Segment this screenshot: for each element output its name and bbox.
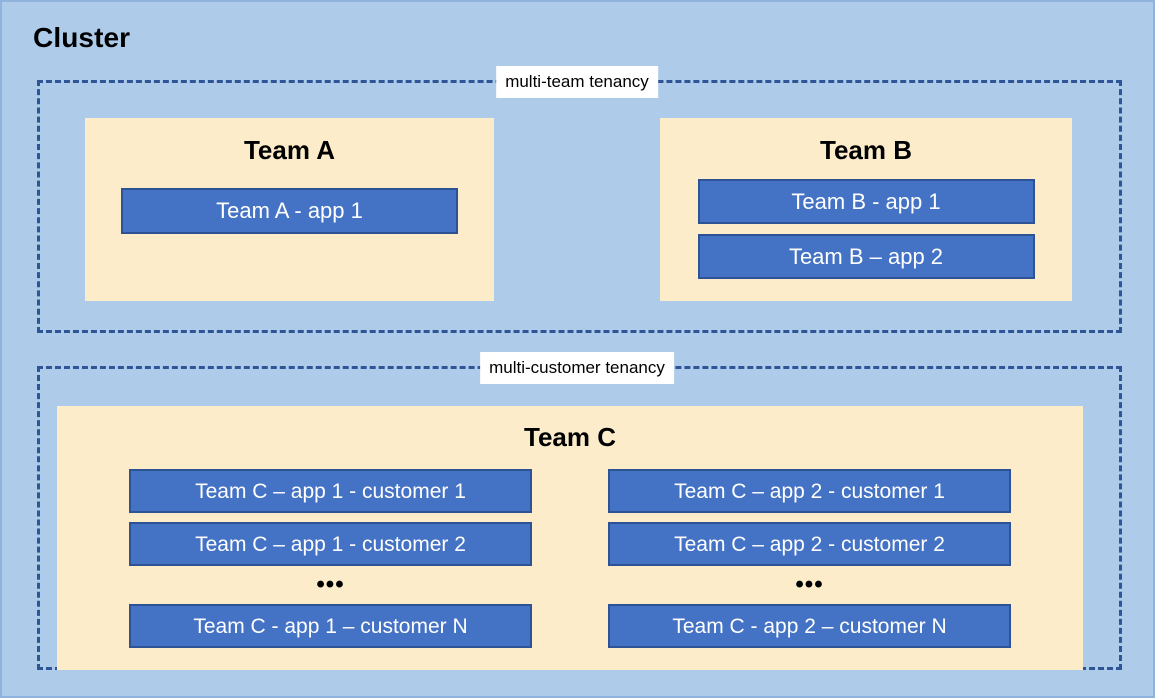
team-title-team-c: Team C bbox=[524, 422, 616, 452]
ellipsis-team-c-app-1: ••• bbox=[316, 571, 345, 598]
app-box-team-c-app-1-customer-1[interactable]: Team C – app 1 - customer 1 bbox=[129, 469, 532, 513]
app-list-team-b: Team B - app 1 Team B – app 2 bbox=[697, 179, 1035, 279]
app-column-team-c-app-1: Team C – app 1 - customer 1 Team C – app… bbox=[129, 469, 532, 648]
app-list-team-a: Team A - app 1 bbox=[121, 188, 458, 234]
team-panel-team-b: Team B Team B - app 1 Team B – app 2 bbox=[660, 118, 1072, 301]
zone-caption-multi-team: multi-team tenancy bbox=[496, 66, 658, 98]
ellipsis-team-c-app-2: ••• bbox=[795, 571, 824, 598]
team-panel-team-a: Team A Team A - app 1 bbox=[85, 118, 494, 301]
team-panel-team-c: Team C Team C – app 1 - customer 1 Team … bbox=[57, 406, 1083, 670]
zone-caption-multi-customer: multi-customer tenancy bbox=[480, 352, 674, 384]
team-title-team-a: Team A bbox=[243, 135, 336, 165]
app-box-team-c-app-2-customer-1[interactable]: Team C – app 2 - customer 1 bbox=[608, 469, 1011, 513]
app-box-team-c-app-2-customer-n[interactable]: Team C - app 2 – customer N bbox=[608, 604, 1011, 648]
app-box-team-c-app-1-customer-n[interactable]: Team C - app 1 – customer N bbox=[129, 604, 532, 648]
app-box-team-b-app-1[interactable]: Team B - app 1 bbox=[697, 179, 1035, 224]
app-box-team-a-app-1[interactable]: Team A - app 1 bbox=[121, 188, 458, 234]
app-box-team-c-app-2-customer-2[interactable]: Team C – app 2 - customer 2 bbox=[608, 522, 1011, 566]
cluster-title: Cluster bbox=[33, 22, 131, 53]
app-column-team-c-app-2: Team C – app 2 - customer 1 Team C – app… bbox=[608, 469, 1011, 648]
app-columns-team-c: Team C – app 1 - customer 1 Team C – app… bbox=[57, 469, 1083, 648]
app-box-team-c-app-1-customer-2[interactable]: Team C – app 1 - customer 2 bbox=[129, 522, 532, 566]
team-title-team-b: Team B bbox=[820, 135, 912, 165]
app-box-team-b-app-2[interactable]: Team B – app 2 bbox=[697, 234, 1035, 279]
